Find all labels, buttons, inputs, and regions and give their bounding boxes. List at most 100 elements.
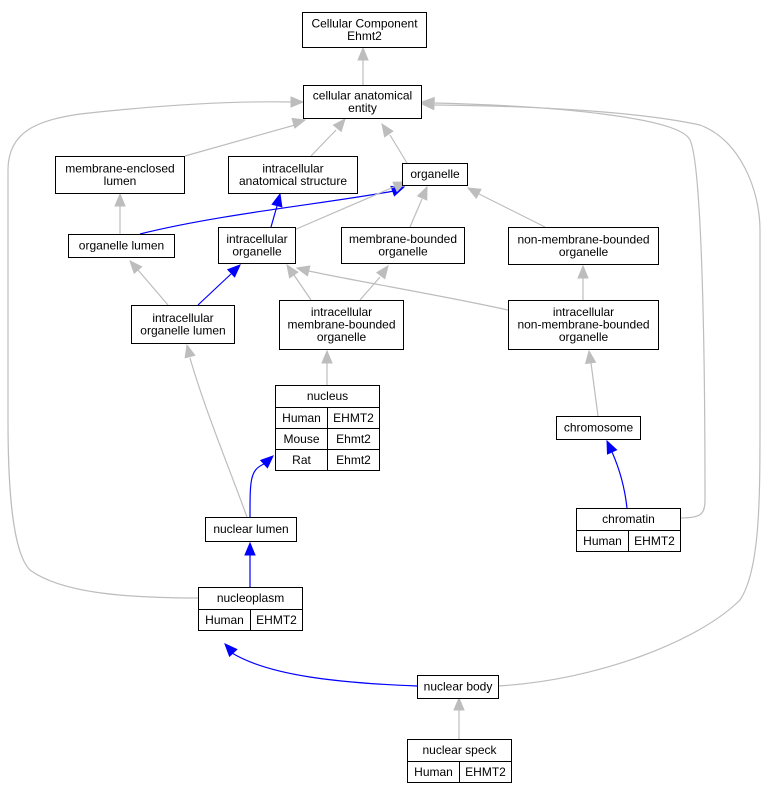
arrowhead-icon (453, 696, 465, 711)
node-label: organelle (410, 167, 460, 181)
node-label: organelle (317, 330, 367, 344)
node-box (131, 305, 235, 344)
edge-line (433, 104, 761, 687)
node-label: nuclear speck (422, 743, 497, 757)
edge-organelle-to-cae (381, 122, 408, 164)
annotation-cell-gene (628, 530, 681, 552)
edge-line (270, 205, 278, 228)
annotation-gene-label: Ehmt2 (336, 432, 371, 446)
edge-line (611, 451, 628, 509)
arrowhead-icon (290, 96, 305, 108)
edge-chromatin-to-chromosome (606, 439, 628, 509)
annotation-species-label: Human (583, 534, 622, 548)
node-label: nucleus (307, 389, 348, 403)
edge-mbo-to-organelle (409, 185, 428, 228)
arrowhead-icon (129, 260, 143, 275)
node-label: lumen (104, 174, 137, 188)
node-nuclear-lumen[interactable]: nuclear lumen (205, 517, 297, 542)
node-label: membrane-bounded (349, 232, 457, 246)
node-label: non-membrane-bounded (517, 318, 649, 332)
arrowhead-icon (606, 439, 618, 455)
edge-line (293, 185, 397, 231)
edge-line (189, 357, 248, 518)
node-box (508, 227, 659, 265)
node-label: organelle (559, 330, 609, 344)
edge-nuclear_speck-to-nuclear_body (453, 696, 465, 739)
arrowhead-icon (416, 185, 428, 201)
node-inmbo[interactable]: intracellularnon-membrane-boundedorganel… (508, 300, 659, 350)
arrowhead-icon (420, 98, 435, 111)
node-label: anatomical structure (239, 174, 347, 188)
node-label: membrane-bounded (287, 318, 395, 332)
node-label: intracellular (262, 161, 323, 175)
edge-line (389, 134, 408, 164)
node-label: chromatin (602, 512, 655, 526)
node-box (341, 227, 465, 264)
annotation-species-label: Rat (292, 453, 311, 467)
arrowhead-icon (286, 263, 299, 279)
node-label: intracellular (152, 311, 213, 325)
edge-line (137, 269, 169, 306)
edge-nmbo-to-organelle (466, 187, 546, 228)
node-box (68, 234, 175, 258)
node-nuclear-body[interactable]: nuclear body (417, 675, 499, 699)
node-label: organelle (559, 245, 609, 259)
edge-line (231, 652, 418, 687)
annotation-cell-gene (250, 609, 303, 631)
arrowhead-icon (271, 192, 283, 208)
arrowhead-icon (584, 349, 597, 365)
node-box (228, 156, 358, 194)
node-label: nucleoplasm (217, 591, 284, 605)
node-box (402, 163, 468, 186)
node-box (55, 156, 185, 194)
annotation-species-label: Human (205, 613, 244, 627)
node-box (303, 85, 422, 119)
annotation-gene-label: EHMT2 (634, 534, 675, 548)
edge-nuclear_lumen-to-iol (184, 343, 248, 518)
node-box (279, 300, 404, 350)
arrowhead-icon (291, 117, 307, 129)
node-label: nuclear body (424, 680, 493, 694)
arrowhead-icon (357, 46, 369, 61)
annotation-species-label: Human (282, 411, 321, 425)
node-label: organelle lumen (140, 323, 225, 337)
arrowhead-icon (226, 264, 241, 278)
node-label: cellular anatomical (313, 88, 412, 102)
edge-line (7, 101, 292, 599)
edge-nuclear_lumen-to-nucleus (249, 455, 274, 518)
edge-line (184, 124, 296, 157)
edge-line (293, 274, 312, 301)
node-label: entity (348, 101, 377, 115)
node-organelle-lumen[interactable]: organelle lumen (68, 234, 175, 258)
annotation-gene-label: EHMT2 (333, 411, 374, 425)
arrowhead-icon (259, 455, 274, 469)
arrowhead-icon (244, 541, 256, 556)
arrowhead-icon (375, 264, 389, 280)
annotation-species-label: Mouse (283, 432, 319, 446)
annotation-cell-gene (459, 761, 512, 783)
node-organelle[interactable]: organelle (402, 163, 468, 186)
edge-imbo-to-intra_organelle (286, 263, 312, 301)
arrowhead-icon (114, 192, 126, 207)
edge-inmbo-to-intra_organelle (295, 265, 509, 311)
annotation-gene-label: EHMT2 (256, 613, 297, 627)
arrowhead-icon (332, 118, 346, 133)
node-label: organelle lumen (79, 239, 164, 253)
node-chromosome[interactable]: chromosome (556, 416, 641, 440)
annotation-gene-label: EHMT2 (465, 765, 506, 779)
